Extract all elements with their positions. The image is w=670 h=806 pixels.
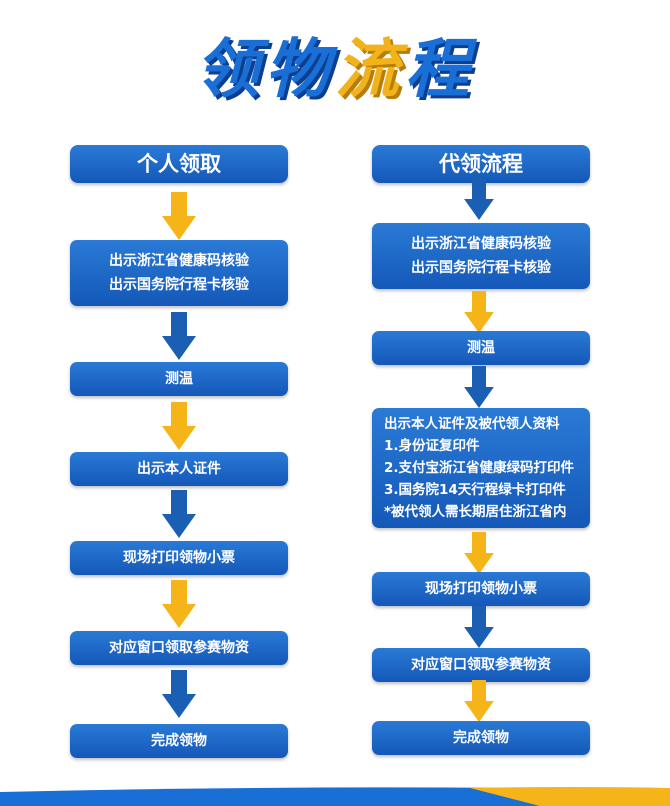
left-step-health-code: 出示浙江省健康码核验 出示国务院行程卡核验: [70, 240, 288, 306]
title-part-3: 程: [405, 33, 475, 107]
arrow-down-icon: [464, 366, 494, 408]
arrow-down-icon: [162, 580, 196, 628]
arrow-down-icon: [464, 178, 494, 220]
left-step-collect: 对应窗口领取参赛物资: [70, 631, 288, 665]
arrow-down-icon: [464, 606, 494, 648]
left-header: 个人领取: [70, 145, 288, 183]
left-step-id: 出示本人证件: [70, 452, 288, 486]
left-step-complete: 完成领物: [70, 724, 288, 758]
arrow-down-icon: [464, 532, 494, 574]
right-step-health-code: 出示浙江省健康码核验 出示国务院行程卡核验: [372, 223, 590, 289]
right-step-temperature: 测温: [372, 331, 590, 365]
arrow-down-icon: [162, 490, 196, 538]
arrow-down-icon: [162, 402, 196, 450]
right-step-complete: 完成领物: [372, 721, 590, 755]
arrow-down-icon: [162, 670, 196, 718]
arrow-down-icon: [464, 680, 494, 722]
right-step-id-and-documents: 出示本人证件及被代领人资料 1.身份证复印件 2.支付宝浙江省健康绿码打印件 3…: [372, 408, 590, 528]
left-step-print-ticket: 现场打印领物小票: [70, 541, 288, 575]
page-title: 领物流程: [0, 30, 670, 110]
right-header: 代领流程: [372, 145, 590, 183]
arrow-down-icon: [162, 312, 196, 360]
title-part-2: 流: [335, 33, 405, 107]
arrow-down-icon: [162, 192, 196, 240]
right-step-print-ticket: 现场打印领物小票: [372, 572, 590, 606]
arrow-down-icon: [464, 291, 494, 333]
right-step-collect: 对应窗口领取参赛物资: [372, 648, 590, 682]
left-step-temperature: 测温: [70, 362, 288, 396]
title-part-1: 领物: [195, 33, 335, 107]
decorative-bottom-strip: [0, 787, 670, 806]
